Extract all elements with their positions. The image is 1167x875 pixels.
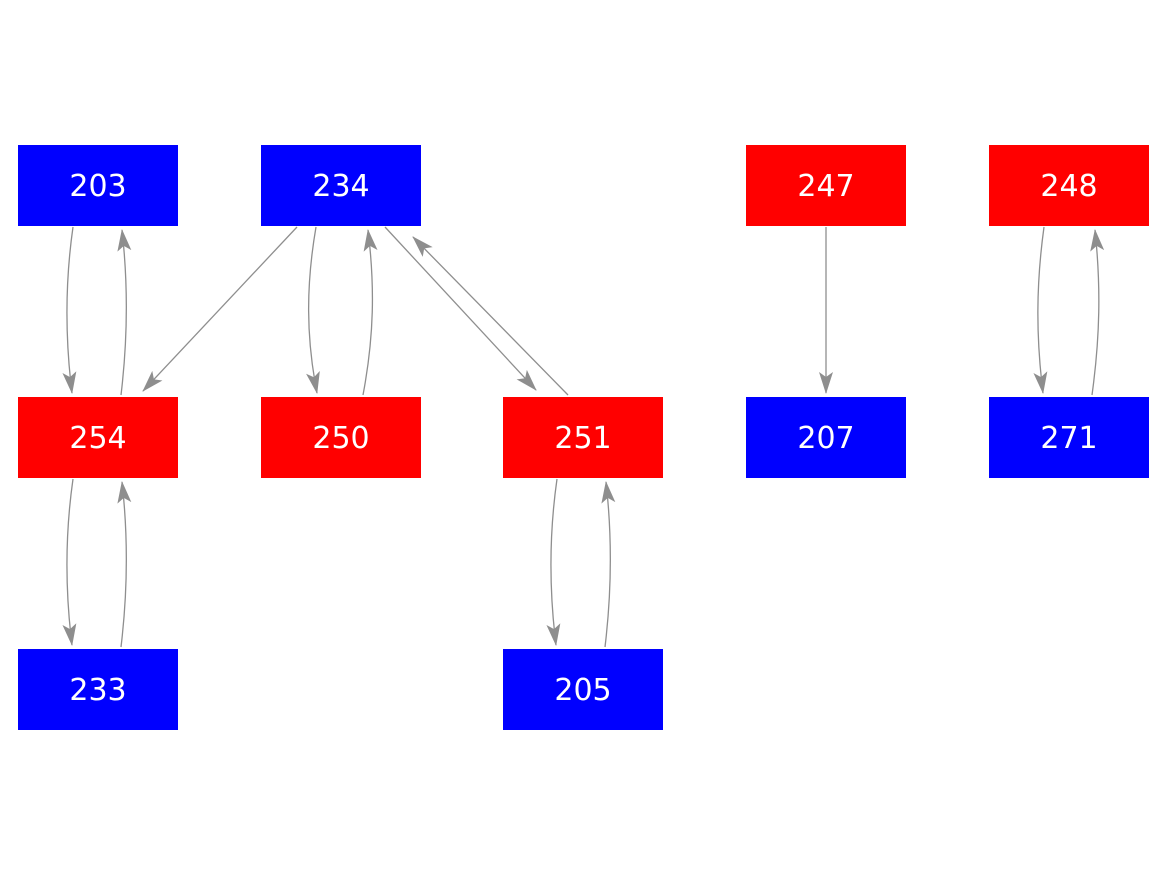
edge-203-254 bbox=[62, 226, 77, 394]
node-205-box bbox=[503, 649, 663, 730]
edge-205-251 bbox=[601, 481, 616, 648]
node-247-box bbox=[746, 145, 906, 226]
node-251-label: 251 bbox=[554, 421, 611, 456]
node-layer: 203 234 247 248 254 250 251 207 bbox=[18, 145, 1149, 730]
node-254-label: 254 bbox=[69, 421, 126, 456]
node-233-label: 233 bbox=[69, 673, 126, 708]
node-247: 247 bbox=[746, 145, 906, 226]
edge-layer bbox=[62, 226, 1105, 648]
node-250: 250 bbox=[261, 397, 421, 478]
node-247-label: 247 bbox=[797, 169, 854, 204]
node-207-box bbox=[746, 397, 906, 478]
node-248: 248 bbox=[989, 145, 1149, 226]
edge-251-234 bbox=[412, 236, 569, 396]
node-203-box bbox=[18, 145, 178, 226]
node-207-label: 207 bbox=[797, 421, 854, 456]
node-254: 254 bbox=[18, 397, 178, 478]
node-207: 207 bbox=[746, 397, 906, 478]
edge-234-251 bbox=[384, 226, 537, 391]
node-205-label: 205 bbox=[554, 673, 611, 708]
node-250-box bbox=[261, 397, 421, 478]
node-271-label: 271 bbox=[1040, 421, 1097, 456]
node-233: 233 bbox=[18, 649, 178, 730]
node-234: 234 bbox=[261, 145, 421, 226]
node-271-box bbox=[989, 397, 1149, 478]
node-203-label: 203 bbox=[69, 169, 126, 204]
node-248-box bbox=[989, 145, 1149, 226]
edge-251-205 bbox=[546, 478, 561, 646]
edge-250-234 bbox=[362, 229, 378, 396]
node-251-box bbox=[503, 397, 663, 478]
node-254-box bbox=[18, 397, 178, 478]
node-203: 203 bbox=[18, 145, 178, 226]
edge-271-248 bbox=[1090, 229, 1105, 396]
node-271: 271 bbox=[989, 397, 1149, 478]
edge-234-254 bbox=[142, 226, 298, 392]
edge-254-203 bbox=[117, 229, 132, 396]
node-234-box bbox=[261, 145, 421, 226]
node-248-label: 248 bbox=[1040, 169, 1097, 204]
node-233-box bbox=[18, 649, 178, 730]
edge-234-250 bbox=[306, 226, 320, 394]
node-250-label: 250 bbox=[312, 421, 369, 456]
node-205: 205 bbox=[503, 649, 663, 730]
node-234-label: 234 bbox=[312, 169, 369, 204]
node-251: 251 bbox=[503, 397, 663, 478]
edge-254-233 bbox=[62, 478, 77, 646]
edge-248-271 bbox=[1033, 226, 1048, 394]
edge-233-254 bbox=[117, 481, 132, 648]
